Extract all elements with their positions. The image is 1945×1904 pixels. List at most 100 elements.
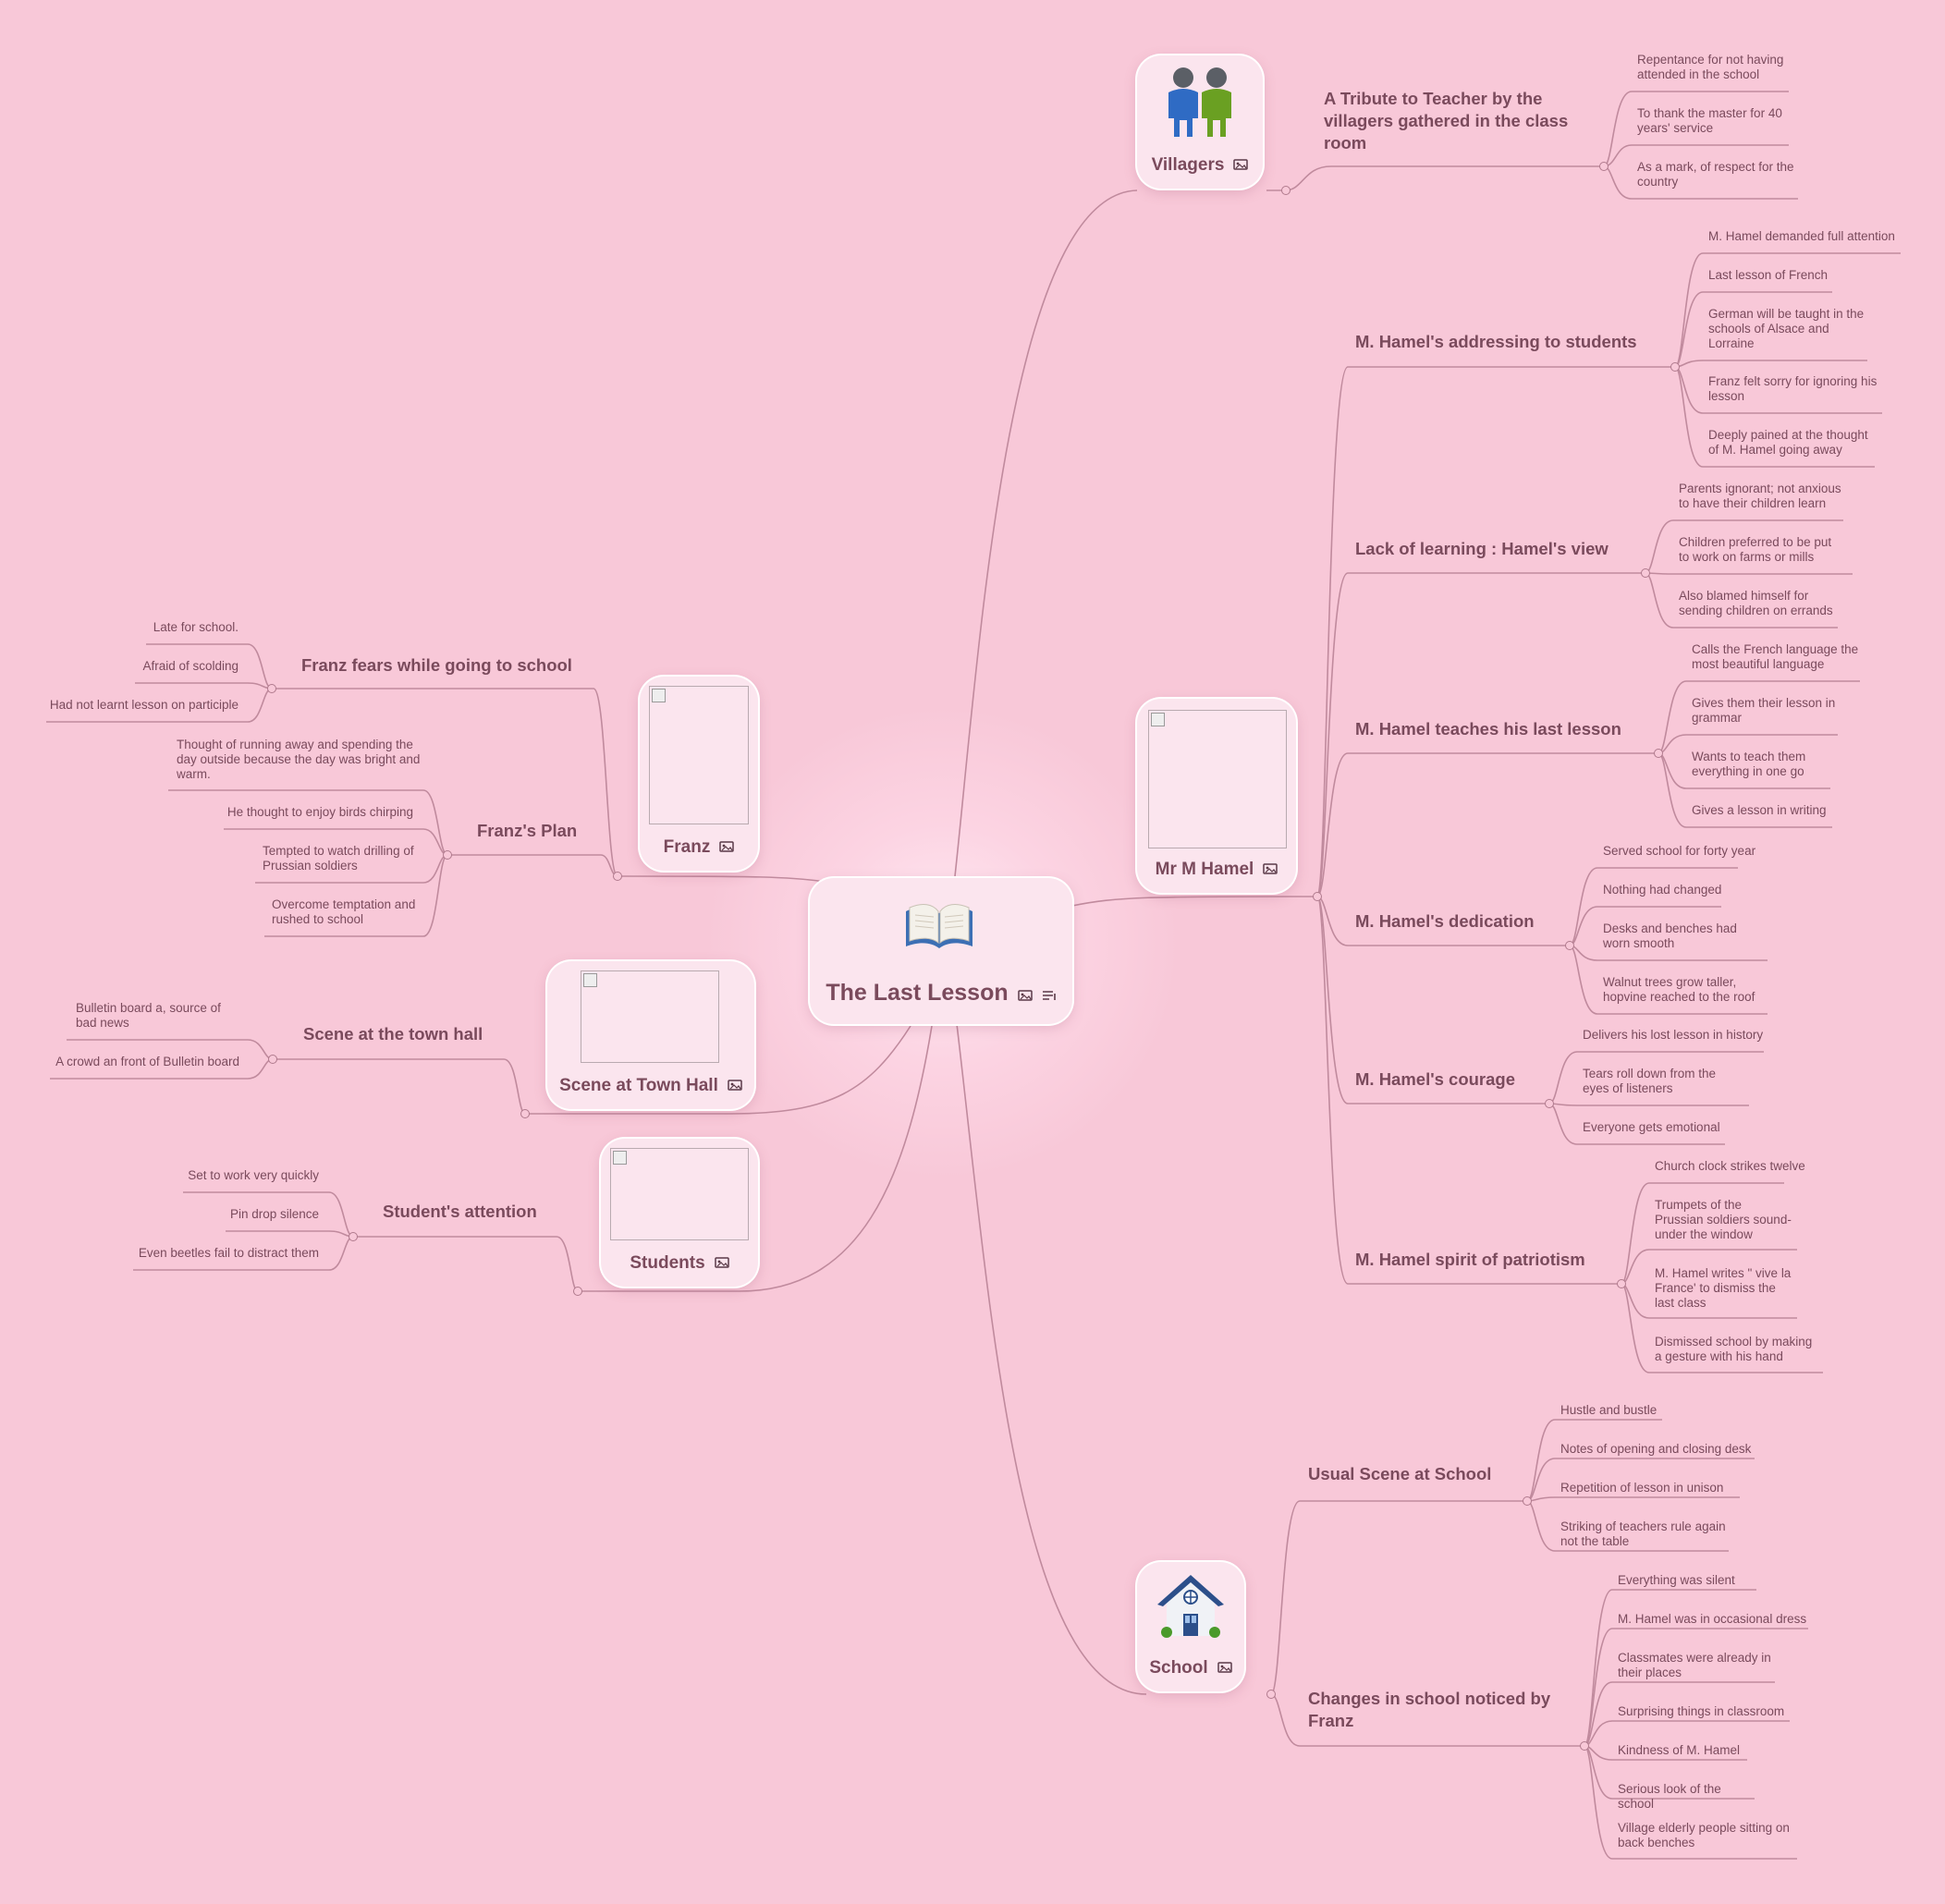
students-node[interactable]: Students <box>601 1139 758 1287</box>
leaf-item[interactable]: Trumpets of the Prussian soldiers sound-… <box>1655 1198 1792 1241</box>
school-node[interactable]: School <box>1137 1562 1244 1691</box>
leaf-item[interactable]: Repentance for not having attended in th… <box>1637 53 1784 81</box>
junction-dot[interactable] <box>520 1109 530 1118</box>
leaf-item[interactable]: Even beetles fail to distract them <box>138 1246 319 1260</box>
leaf-item[interactable]: Franz felt sorry for ignoring his lesson <box>1708 374 1878 403</box>
junction-dot[interactable] <box>268 1055 277 1064</box>
image-icon[interactable] <box>1017 981 1033 1007</box>
leaf-item[interactable]: M. Hamel demanded full attention <box>1708 229 1895 243</box>
leaf-item[interactable]: Tempted to watch drilling of Prussian so… <box>263 844 414 873</box>
leaf-item[interactable]: Had not learnt lesson on participle <box>49 698 239 712</box>
townhall-node[interactable]: Scene at Town Hall <box>547 961 754 1109</box>
leaf-item[interactable]: Nothing had changed <box>1603 883 1722 897</box>
leaf-item[interactable]: Last lesson of French <box>1708 268 1829 282</box>
junction-dot[interactable] <box>1670 362 1680 372</box>
image-icon[interactable] <box>1263 860 1278 880</box>
villagers-node[interactable]: Villagers <box>1137 55 1263 189</box>
hamel-label: Mr M Hamel <box>1155 860 1254 879</box>
leaf-item[interactable]: Surprising things in classroom <box>1618 1704 1785 1718</box>
leaf-item[interactable]: Deeply pained at the thought of M. Hamel… <box>1708 428 1868 457</box>
topic-tribute[interactable]: A Tribute to Teacher by the villagers ga… <box>1324 89 1569 153</box>
topic-addressing[interactable]: M. Hamel's addressing to students <box>1355 332 1637 351</box>
leaf-item[interactable]: Gives them their lesson in grammar <box>1692 696 1836 725</box>
junction-dot[interactable] <box>1266 1690 1276 1699</box>
franz-node[interactable]: Franz <box>640 677 758 871</box>
notes-icon[interactable] <box>1042 981 1057 1007</box>
leaf-item[interactable]: Village elderly people sitting on back b… <box>1618 1821 1790 1849</box>
junction-dot[interactable] <box>1523 1496 1532 1506</box>
leaf-item[interactable]: Hustle and bustle <box>1560 1403 1658 1417</box>
leaf-item[interactable]: He thought to enjoy birds chirping <box>226 805 413 819</box>
leaf-item[interactable]: Afraid of scolding <box>142 659 239 673</box>
leaf-item[interactable]: To thank the master for 40 years' servic… <box>1637 106 1782 135</box>
leaf-item[interactable]: Wants to teach them everything in one go <box>1692 750 1806 778</box>
junction-dot[interactable] <box>1565 941 1574 950</box>
image-icon[interactable] <box>728 1076 742 1096</box>
leaf-item[interactable]: Overcome temptation and rushed to school <box>272 897 416 926</box>
topic-franz-fears[interactable]: Franz fears while going to school <box>301 655 572 675</box>
hamel-node[interactable]: Mr M Hamel <box>1137 699 1296 893</box>
topic-last-lesson[interactable]: M. Hamel teaches his last lesson <box>1355 719 1621 738</box>
leaf-item[interactable]: Notes of opening and closing desk <box>1560 1442 1752 1456</box>
leaf-item[interactable]: M. Hamel was in occasional dress <box>1618 1612 1807 1626</box>
leaf-item[interactable]: Thought of running away and spending the… <box>177 738 421 781</box>
topic-courage[interactable]: M. Hamel's courage <box>1355 1069 1516 1089</box>
image-icon[interactable] <box>719 837 735 858</box>
leaf-item[interactable]: Serious look of the school <box>1618 1782 1721 1811</box>
leaf-item[interactable]: Repetition of lesson in unison <box>1560 1481 1724 1495</box>
leaf-item[interactable]: Also blamed himself for sending children… <box>1679 589 1833 617</box>
junction-dot[interactable] <box>613 872 622 881</box>
leaf-item[interactable]: Pin drop silence <box>229 1207 319 1221</box>
image-icon[interactable] <box>714 1253 729 1274</box>
leaf-item[interactable]: Gives a lesson in writing <box>1692 803 1827 817</box>
image-icon[interactable] <box>1233 155 1249 176</box>
leaf-item[interactable]: Desks and benches had worn smooth <box>1603 921 1737 950</box>
topic-franz-plan[interactable]: Franz's Plan <box>477 821 578 840</box>
leaf-item[interactable]: Striking of teachers rule again not the … <box>1560 1520 1726 1548</box>
leaf-item[interactable]: A crowd an front of Bulletin board <box>55 1055 239 1068</box>
leaf-item[interactable]: Walnut trees grow taller, hopvine reache… <box>1603 975 1755 1004</box>
topic-dedication[interactable]: M. Hamel's dedication <box>1355 911 1535 931</box>
junction-dot[interactable] <box>1281 186 1291 195</box>
junction-dot[interactable] <box>349 1232 358 1241</box>
junction-dot[interactable] <box>1617 1279 1626 1288</box>
leaf-item[interactable]: Kindness of M. Hamel <box>1618 1743 1741 1757</box>
leaf-item[interactable]: Everything was silent <box>1618 1573 1735 1587</box>
central-title: The Last Lesson <box>826 980 1009 1007</box>
junction-dot[interactable] <box>1599 162 1609 171</box>
franz-label: Franz <box>663 837 711 857</box>
leaf-item[interactable]: Everyone gets emotional <box>1583 1120 1720 1134</box>
leaf-item[interactable]: Served school for forty year <box>1603 844 1756 858</box>
leaf-item[interactable]: Set to work very quickly <box>188 1168 319 1182</box>
leaf-item[interactable]: M. Hamel writes " vive la France' to dis… <box>1655 1266 1792 1310</box>
leaf-item[interactable]: Parents ignorant; not anxious to have th… <box>1679 482 1841 510</box>
leaf-item[interactable]: Delivers his lost lesson in history <box>1583 1028 1764 1042</box>
junction-dot[interactable] <box>573 1287 582 1296</box>
leaf-item[interactable]: As a mark, of respect for the country <box>1637 160 1794 189</box>
topic-town-hall[interactable]: Scene at the town hall <box>303 1024 483 1044</box>
leaf-item[interactable]: Bulletin board a, source of bad news <box>76 1001 221 1030</box>
central-node[interactable]: The Last Lesson <box>810 878 1072 1024</box>
leaf-item[interactable]: Children preferred to be put to work on … <box>1679 535 1832 564</box>
junction-dot[interactable] <box>1580 1741 1589 1751</box>
leaf-item[interactable]: Tears roll down from the eyes of listene… <box>1583 1067 1717 1095</box>
leaf-item[interactable]: Dismissed school by making a gesture wit… <box>1655 1335 1813 1363</box>
leaf-item[interactable]: Calls the French language the most beaut… <box>1692 642 1859 671</box>
topic-lack-of-learning[interactable]: Lack of learning : Hamel's view <box>1355 539 1609 558</box>
leaf-item[interactable]: Church clock strikes twelve <box>1655 1159 1805 1173</box>
topic-patriotism[interactable]: M. Hamel spirit of patriotism <box>1355 1250 1585 1269</box>
topic-changes[interactable]: Changes in school noticed by Franz <box>1308 1689 1551 1730</box>
topic-student-attention[interactable]: Student's attention <box>383 1202 537 1221</box>
leaf-item[interactable]: Classmates were already in their places <box>1618 1651 1771 1679</box>
junction-dot[interactable] <box>267 684 276 693</box>
topic-usual-scene[interactable]: Usual Scene at School <box>1308 1464 1492 1483</box>
leaf-item[interactable]: German will be taught in the schools of … <box>1708 307 1865 350</box>
junction-dot[interactable] <box>1641 568 1650 578</box>
junction-dot[interactable] <box>1545 1099 1554 1108</box>
image-icon[interactable] <box>1217 1658 1232 1678</box>
junction-dot[interactable] <box>1654 749 1663 758</box>
junction-dot[interactable] <box>443 850 452 860</box>
leaf-item[interactable]: Late for school. <box>153 620 239 634</box>
junction-dot[interactable] <box>1313 892 1322 901</box>
